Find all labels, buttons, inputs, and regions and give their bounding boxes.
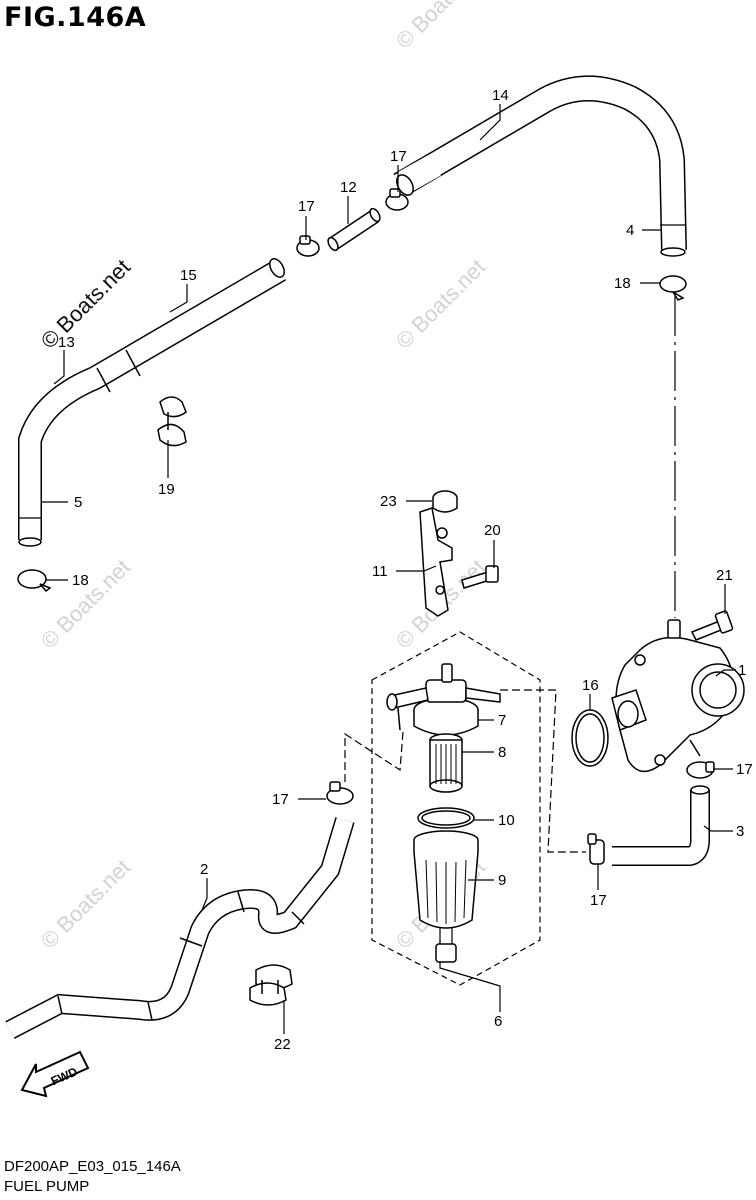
- callout-18: 18: [72, 572, 89, 589]
- callout-23: 23: [380, 493, 397, 510]
- filter-cup-9: [413, 830, 479, 963]
- callout-12: 12: [340, 179, 357, 196]
- clip-18-left: [17, 569, 52, 593]
- hose-15-13-5: [18, 258, 287, 547]
- callout-8: 8: [498, 744, 506, 761]
- clip-17-hose3: [587, 833, 605, 865]
- clip-17-pump: [686, 761, 715, 779]
- callout-2: 2: [200, 861, 208, 878]
- hose-3: [612, 785, 710, 866]
- bracket-11: [419, 507, 453, 617]
- callout-17: 17: [390, 148, 407, 165]
- filter-assembly-outline: [371, 631, 541, 986]
- clip-17-hose2: [326, 781, 354, 805]
- watermark: © Boats.net: [36, 554, 135, 653]
- callout-5: 5: [74, 494, 82, 511]
- holder-22: [249, 964, 293, 1006]
- callout-20: 20: [484, 522, 501, 539]
- pump-1: [611, 619, 745, 773]
- callout-17: 17: [272, 791, 289, 808]
- callout-17: 17: [736, 761, 753, 778]
- figure-name: FUEL PUMP: [4, 1178, 90, 1195]
- joint-12: [327, 207, 381, 252]
- callout-1: 1: [738, 662, 746, 679]
- watermark: © Boats.net: [391, 0, 490, 54]
- callout-14: 14: [492, 87, 509, 104]
- hose-2: [5, 817, 355, 1039]
- callout-15: 15: [180, 267, 197, 284]
- callout-4: 4: [626, 222, 634, 239]
- figure-code: DF200AP_E03_015_146A: [4, 1158, 181, 1175]
- filter-cap-7: [386, 663, 501, 736]
- callout-labels: 14 17 12 17 4 15 18 13 5 19 18 23 20 11 …: [58, 87, 753, 1053]
- callout-9: 9: [498, 872, 506, 889]
- watermark: © Boats.net: [391, 254, 490, 353]
- nut-23: [432, 490, 458, 513]
- o-ring-10: [417, 807, 475, 829]
- callout-6: 6: [494, 1013, 502, 1030]
- callout-22: 22: [274, 1036, 291, 1053]
- callout-17: 17: [298, 198, 315, 215]
- holder-19: [157, 396, 187, 447]
- bolt-20: [461, 565, 499, 589]
- callout-13: 13: [58, 334, 75, 351]
- callout-10: 10: [498, 812, 515, 829]
- callout-17: 17: [590, 892, 607, 909]
- clip-18-right: [659, 275, 687, 301]
- callout-leaders: [42, 104, 736, 1034]
- hose-14: [393, 75, 687, 257]
- callout-3: 3: [736, 823, 744, 840]
- watermarks: © Boats.net © Boats.net © Boats.net © Bo…: [36, 0, 490, 954]
- filter-element-8: [429, 733, 463, 793]
- callout-16: 16: [582, 677, 599, 694]
- callout-21: 21: [716, 567, 733, 584]
- bolt-21: [690, 610, 734, 641]
- callout-7: 7: [498, 712, 506, 729]
- figure-title: FIG.146A: [4, 2, 147, 33]
- callout-19: 19: [158, 481, 175, 498]
- watermark: © Boats.net: [36, 854, 135, 953]
- callout-18: 18: [614, 275, 631, 292]
- watermark-primary: © Boats.net: [36, 254, 135, 353]
- fwd-arrow: FWD: [20, 1050, 90, 1098]
- clip-17-upper-left: [296, 235, 320, 257]
- o-ring-16: [571, 709, 609, 767]
- callout-11: 11: [372, 563, 388, 580]
